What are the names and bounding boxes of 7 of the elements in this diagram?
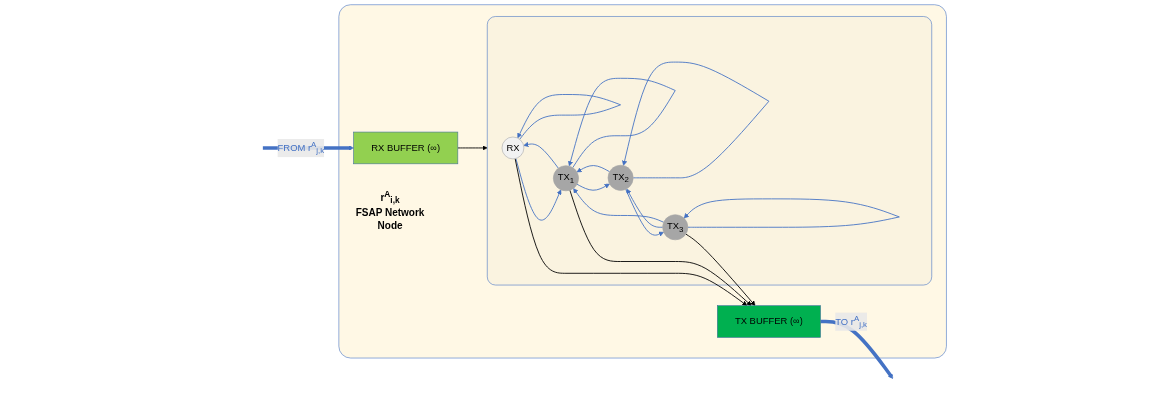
- buffer-box: RX BUFFER (∞): [353, 131, 459, 165]
- state-circle: TX$_{3}$: [662, 214, 689, 241]
- buffer-box: TX BUFFER (∞): [717, 305, 821, 338]
- state-circle: TX$_{1}$: [553, 165, 579, 192]
- group-box: [486, 16, 933, 286]
- state-circle: RX: [501, 136, 525, 160]
- state-circle: TX$_{2}$: [607, 164, 634, 191]
